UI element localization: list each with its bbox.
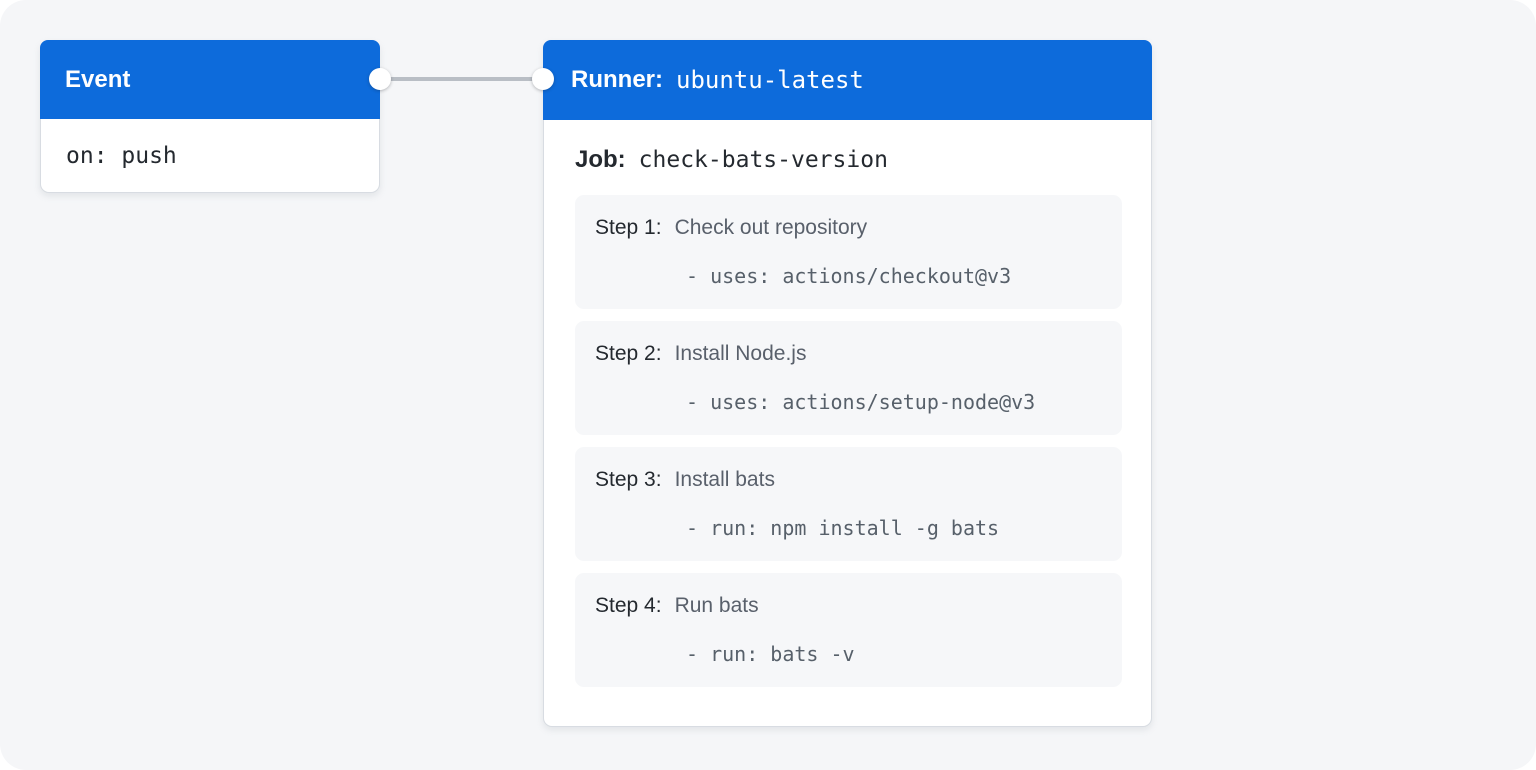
connector-line <box>380 77 543 81</box>
step-code: - uses: actions/checkout@v3 <box>686 264 1012 288</box>
step-label: Step 2: <box>595 342 662 365</box>
step-title: Run bats <box>674 594 759 617</box>
step-heading: Step 4: Run bats <box>575 573 1122 618</box>
connector-endpoint-icon <box>532 68 554 90</box>
event-trigger-code: on: push <box>66 143 177 169</box>
step-label: Step 4: <box>595 594 662 617</box>
event-card: Event on: push <box>40 40 380 193</box>
job-label: Job: <box>575 146 626 173</box>
runner-card: Runner: ubuntu-latest Job: check-bats-ve… <box>543 40 1152 727</box>
step-item-1: Step 1: Check out repository - uses: act… <box>575 195 1122 309</box>
step-heading: Step 1: Check out repository <box>575 195 1122 240</box>
step-item-2: Step 2: Install Node.js - uses: actions/… <box>575 321 1122 435</box>
step-code: - run: bats -v <box>686 642 855 666</box>
connector-endpoint-icon <box>369 68 391 90</box>
step-code: - uses: actions/setup-node@v3 <box>686 390 1036 414</box>
step-heading: Step 2: Install Node.js <box>575 321 1122 366</box>
job-line: Job: check-bats-version <box>544 120 1151 174</box>
runner-title-value: ubuntu-latest <box>676 66 864 94</box>
step-title: Install Node.js <box>674 342 807 365</box>
step-title: Check out repository <box>674 216 868 239</box>
step-item-3: Step 3: Install bats - run: npm install … <box>575 447 1122 561</box>
event-card-title: Event <box>65 65 131 93</box>
runner-title-label: Runner: <box>571 66 663 93</box>
event-card-header: Event <box>40 40 380 119</box>
step-heading: Step 3: Install bats <box>575 447 1122 492</box>
step-title: Install bats <box>674 468 775 491</box>
steps-list: Step 1: Check out repository - uses: act… <box>544 174 1151 687</box>
event-card-body: on: push <box>41 119 379 193</box>
step-label: Step 3: <box>595 468 662 491</box>
step-label: Step 1: <box>595 216 662 239</box>
step-item-4: Step 4: Run bats - run: bats -v <box>575 573 1122 687</box>
job-value: check-bats-version <box>638 147 888 173</box>
runner-card-header: Runner: ubuntu-latest <box>543 40 1152 120</box>
step-code: - run: npm install -g bats <box>686 516 1000 540</box>
